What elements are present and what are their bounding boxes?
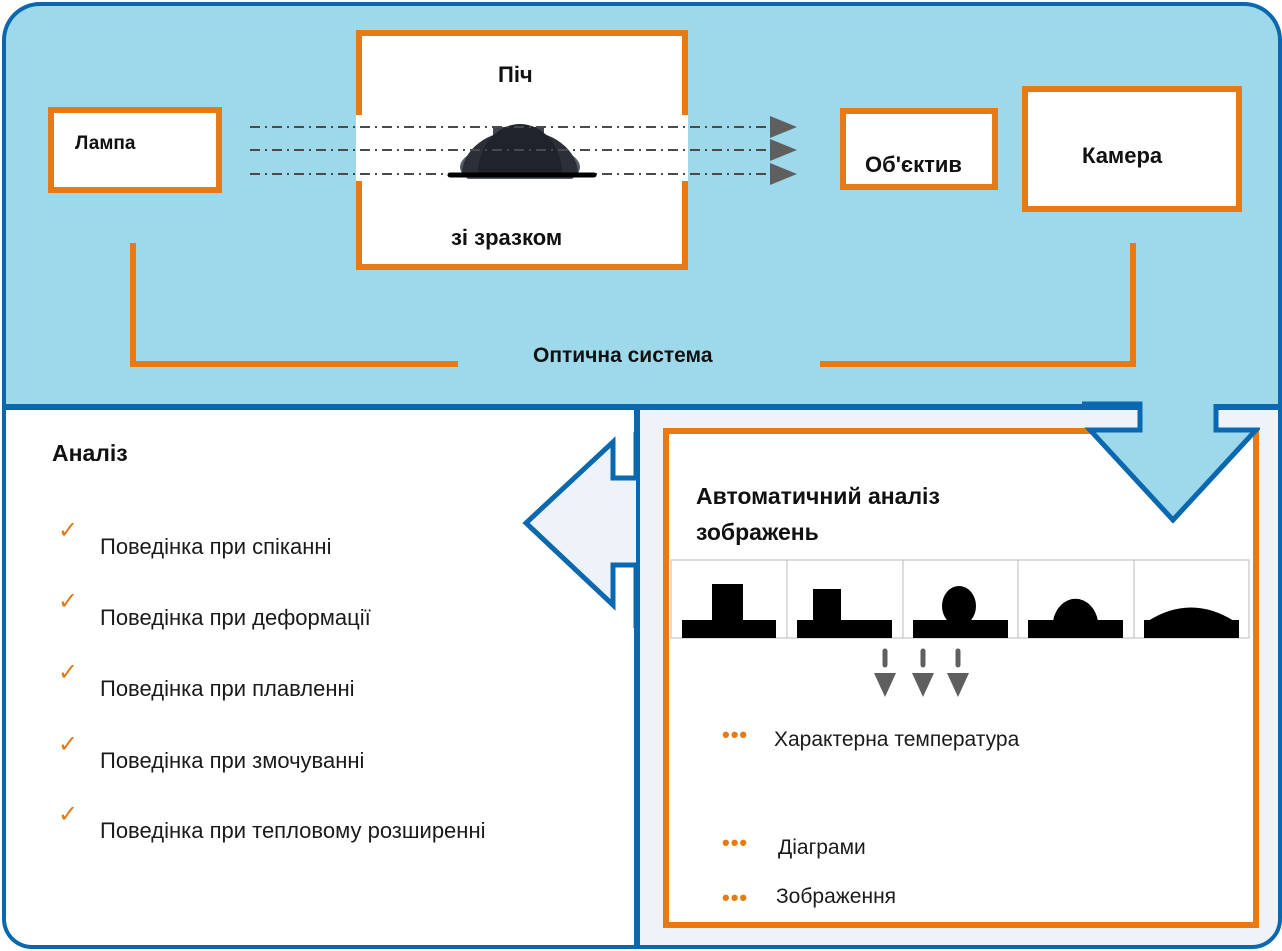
analysis-item-label: Поведінка при спіканні (100, 534, 332, 559)
stage-hemisphere-shape (1028, 598, 1123, 638)
stage-sintering-shape (797, 589, 892, 638)
check-icon: ✓ (58, 517, 79, 544)
analysis-item-label: Поведінка при змочуванні (100, 748, 365, 773)
analysis-item-label: Поведінка при плавленні (100, 676, 355, 701)
bullet-dots-icon: ••• (722, 722, 749, 747)
bracket-left-vertical (130, 243, 136, 367)
check-icon: ✓ (58, 588, 79, 615)
stage-initial-shape (682, 584, 776, 638)
result-item-label: Зображення (776, 885, 897, 908)
down-arrow-icon (912, 673, 934, 697)
lamp-box (48, 107, 222, 193)
sample-icon (460, 124, 580, 190)
auto-analysis-title-line2: зображень (696, 519, 819, 545)
down-arrows (874, 648, 969, 697)
check-icon: ✓ (58, 801, 79, 828)
arrow-down-icon (1082, 401, 1260, 524)
down-arrow-icon (874, 673, 896, 697)
stage-flow-shape (1144, 607, 1239, 638)
check-icon: ✓ (58, 659, 79, 686)
panel-divider-horizontal (2, 404, 1280, 409)
check-icon: ✓ (58, 731, 79, 758)
down-arrow-icon (947, 673, 969, 697)
result-item-label: Діаграми (778, 836, 866, 859)
analysis-item-label: Поведінка при тепловому розширенні (100, 818, 486, 843)
camera-box (1022, 86, 1242, 212)
result-item-label: Характерна температура (774, 728, 1020, 751)
beam-arrow-icon (770, 163, 797, 185)
lens-box (840, 108, 998, 190)
analysis-panel (2, 406, 636, 949)
arrow-left-icon (522, 432, 639, 628)
bracket-right-vertical (1130, 243, 1136, 367)
analysis-title: Аналіз (52, 440, 128, 466)
oven-label: Піч (498, 62, 533, 87)
beam-arrow-icon (770, 116, 797, 138)
auto-analysis-title: Автоматичний аналіз зображень (696, 478, 940, 550)
lens-label: Об'єктив (865, 152, 962, 177)
optical-system-label: Оптична система (533, 344, 713, 367)
lamp-label: Лампа (75, 133, 136, 154)
light-beams (250, 116, 797, 190)
bullet-dots-icon: ••• (722, 885, 749, 910)
camera-label: Камера (1082, 143, 1163, 168)
stage-sphere-shape (913, 586, 1008, 638)
panel-divider-vertical (634, 404, 639, 949)
analysis-item-label: Поведінка при деформації (100, 605, 371, 630)
shape-stages-strip (670, 559, 1250, 639)
bracket-right-horizontal (820, 361, 1136, 367)
auto-analysis-title-line1: Автоматичний аналіз (696, 483, 940, 509)
bracket-left-horizontal (130, 361, 458, 367)
oven-sample-label: зі зразком (451, 225, 563, 250)
bullet-dots-icon: ••• (722, 830, 749, 855)
beam-arrow-icon (770, 139, 797, 161)
